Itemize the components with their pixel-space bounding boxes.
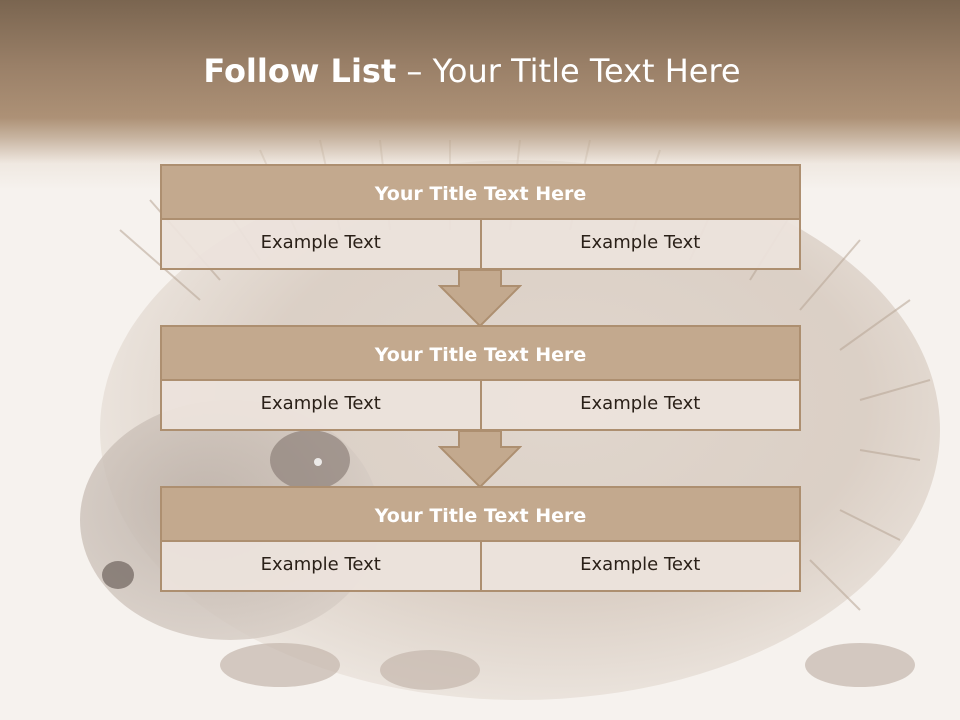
step-block-3: Your Title Text Here Example Text Exampl…	[160, 486, 801, 592]
step-cell-left: Example Text	[160, 542, 482, 592]
step-row: Example Text Example Text	[160, 542, 801, 592]
step-cell-right: Example Text	[481, 542, 801, 592]
step-cell-right: Example Text	[481, 220, 801, 270]
step-title: Your Title Text Here	[160, 164, 801, 220]
step-title: Your Title Text Here	[160, 486, 801, 542]
step-row: Example Text Example Text	[160, 381, 801, 431]
slide-title: Follow List – Your Title Text Here	[0, 52, 944, 90]
step-row: Example Text Example Text	[160, 220, 801, 270]
step-cell-left: Example Text	[160, 220, 482, 270]
header-band	[0, 0, 960, 190]
step-cell-right: Example Text	[481, 381, 801, 431]
title-bold: Follow List	[203, 52, 397, 90]
title-rest: – Your Title Text Here	[406, 52, 741, 90]
down-arrow-icon	[438, 431, 522, 489]
step-title: Your Title Text Here	[160, 325, 801, 381]
down-arrow-icon	[438, 270, 522, 328]
step-block-1: Your Title Text Here Example Text Exampl…	[160, 164, 801, 270]
step-cell-left: Example Text	[160, 381, 482, 431]
step-block-2: Your Title Text Here Example Text Exampl…	[160, 325, 801, 431]
